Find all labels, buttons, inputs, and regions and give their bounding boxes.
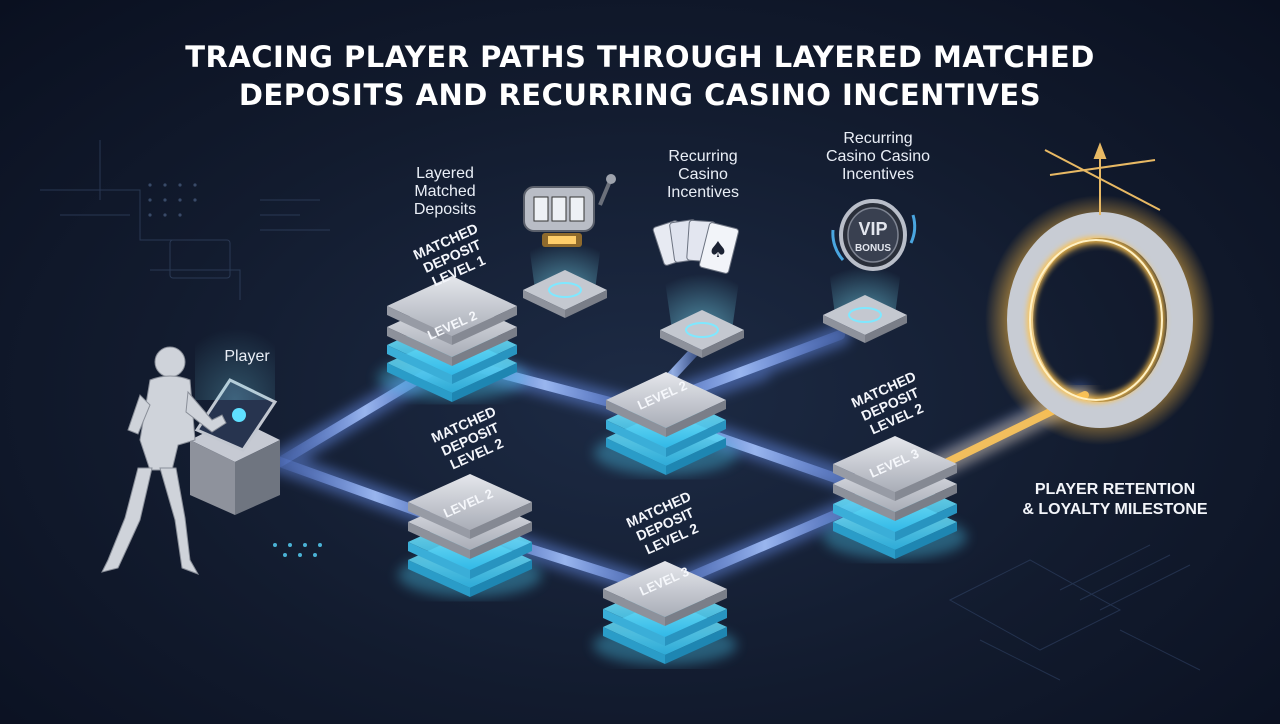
player-figure — [101, 346, 227, 575]
vip-coin-line1: VIP — [858, 219, 887, 239]
label-player-text: Player — [224, 348, 270, 365]
title-line-2: DEPOSITS AND RECURRING CASINO INCENTIVES — [238, 78, 1042, 112]
label-milestone-line-2: & LOYALTY MILESTONE — [1022, 501, 1208, 518]
label-player: Player — [212, 348, 282, 366]
label-retention-milestone: PLAYER RETENTION & LOYALTY MILESTONE — [1000, 480, 1230, 520]
label-recurring2-line-1: Recurring — [843, 130, 913, 147]
vip-coin-line2: BONUS — [855, 243, 891, 254]
stack-center — [594, 372, 738, 475]
direction-arrows-icon — [1044, 142, 1161, 215]
svg-text:♠: ♠ — [708, 238, 728, 263]
dot-grid-left — [148, 183, 197, 217]
label-recurring1-line-3: Incentives — [666, 184, 740, 201]
label-milestone-line-1: PLAYER RETENTION — [1034, 481, 1196, 498]
slot-machine-icon — [523, 174, 616, 247]
label-recurring-casino-incentives: Recurring Casino Casino Incentives — [810, 130, 946, 184]
stack-lower-left — [398, 474, 542, 597]
label-recurring-incentives: Recurring Casino Incentives — [648, 148, 758, 202]
stack-right — [823, 436, 967, 559]
label-layered-line-1: Layered — [416, 165, 474, 182]
circuit-decoration-left — [40, 140, 330, 300]
label-layered-line-2: Matched — [414, 183, 476, 200]
pedestal-vip — [823, 255, 907, 343]
label-recurring2-line-3: Incentives — [841, 166, 915, 183]
stack-bottom — [593, 561, 737, 665]
label-layered-line-3: Deposits — [413, 201, 477, 218]
label-recurring1-line-2: Casino — [678, 166, 728, 183]
label-recurring1-line-1: Recurring — [668, 148, 738, 165]
dot-grid-bottom — [273, 543, 322, 557]
stack-top-left — [377, 276, 527, 402]
playing-cards-icon: ♠ — [652, 219, 739, 274]
kiosk-terminal — [190, 310, 280, 515]
vip-coin-icon: VIP BONUS — [831, 199, 917, 271]
label-layered-deposits: Layered Matched Deposits — [390, 165, 500, 219]
loyalty-milestone-ring — [985, 195, 1215, 445]
page-title: TRACING PLAYER PATHS THROUGH LAYERED MAT… — [0, 38, 1280, 114]
label-recurring2-line-2: Casino Casino — [825, 148, 931, 165]
title-line-1: TRACING PLAYER PATHS THROUGH LAYERED MAT… — [185, 40, 1095, 74]
circuit-decoration-right — [948, 544, 1201, 681]
pedestal-cards — [660, 260, 744, 358]
